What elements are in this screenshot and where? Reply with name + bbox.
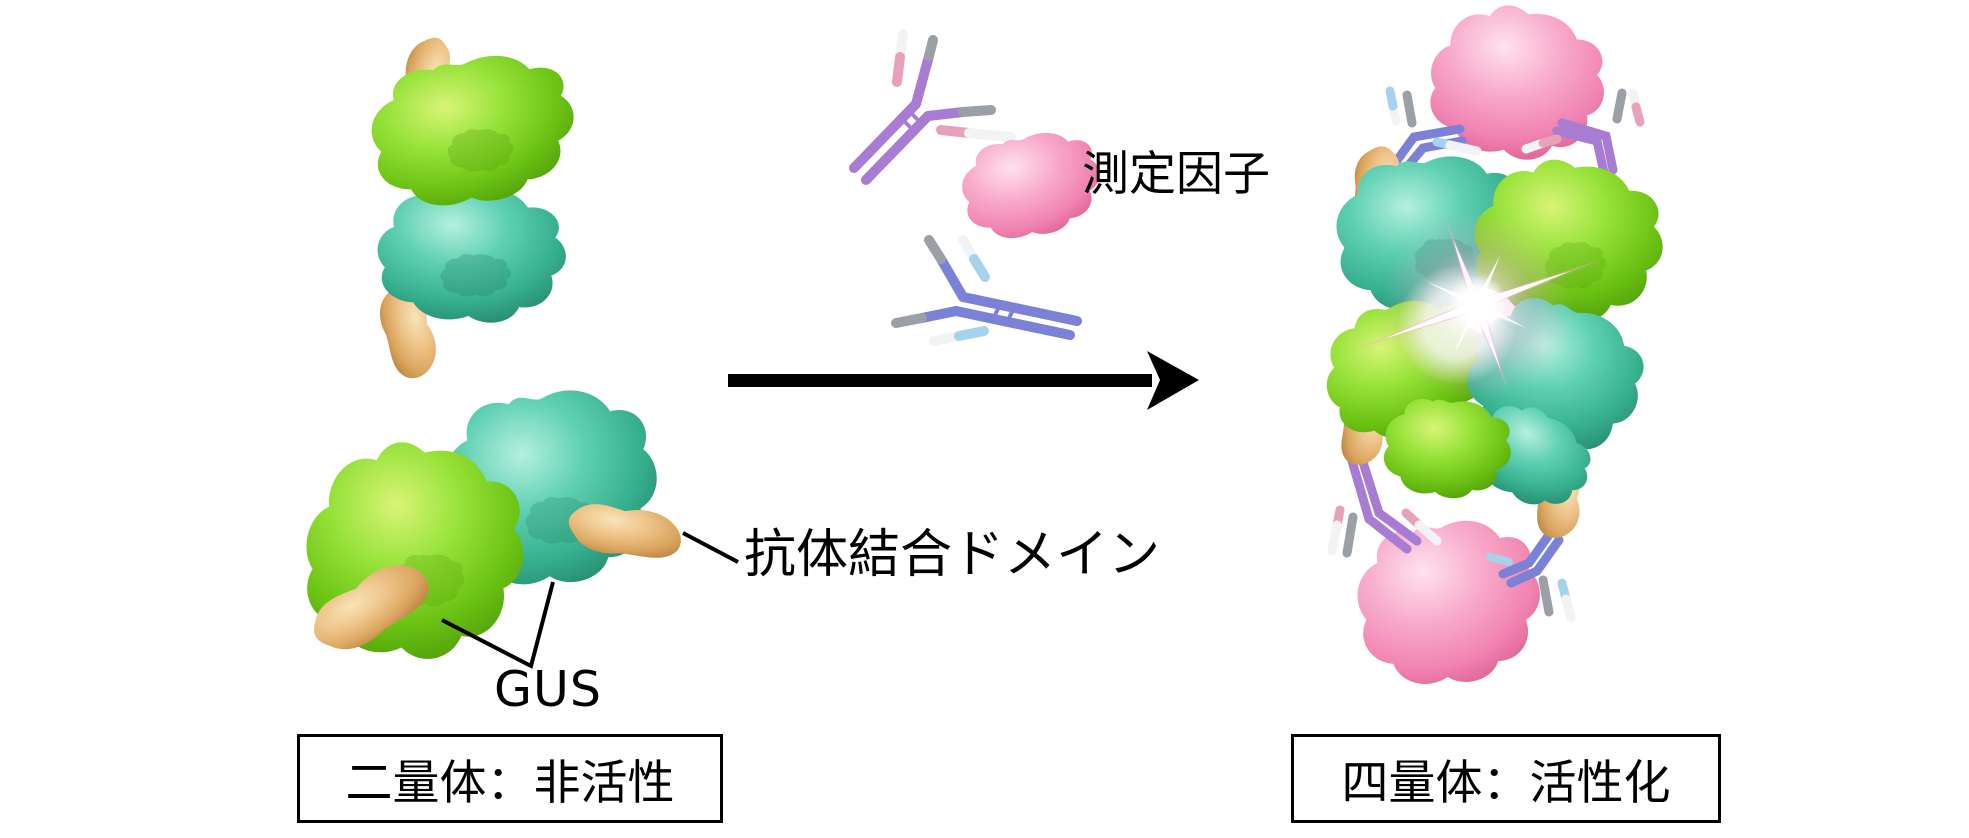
heavy-chain	[958, 292, 1082, 326]
gus-leader-lines	[441, 581, 555, 669]
reaction-arrow	[728, 351, 1199, 410]
free-antibody-blue	[891, 235, 1082, 346]
fragment-rod	[1356, 451, 1422, 546]
heavy-chain	[951, 306, 1075, 340]
fab-tip-lightblue	[954, 326, 989, 341]
antibody-binding-domain-label: 抗体結合ドメイン	[744, 525, 1161, 585]
activity-glow	[1354, 210, 1600, 400]
analyte-label: 測定因子	[1082, 147, 1270, 202]
fab-arm	[917, 306, 961, 323]
tetramer-complex	[1310, 0, 1675, 696]
fab-tip-gray	[1342, 512, 1358, 558]
fragment-rod	[1498, 527, 1556, 579]
arrow-shaft	[728, 374, 1152, 387]
heavy-chain	[861, 111, 933, 185]
free-antibody-purple	[849, 29, 1016, 185]
fragment-rod	[1557, 118, 1618, 175]
fab-arm	[936, 254, 968, 302]
arrow-head	[1147, 351, 1199, 410]
fab-tip-white	[964, 128, 1016, 142]
fab-tip-gray	[958, 105, 996, 117]
hinge-bar	[991, 303, 1002, 321]
fab-tip-gray	[924, 35, 938, 61]
gus-dimer-horizontal	[289, 379, 686, 675]
fab-tip-pink	[892, 52, 905, 87]
tetramer-analyte-top	[1414, 0, 1620, 177]
heavy-chain	[849, 99, 921, 173]
fab-tip-white	[1414, 520, 1442, 546]
fragment-rod	[1385, 124, 1465, 175]
tetramer-caption-text: 四量体：活性化	[1341, 756, 1671, 811]
fab-tip-gray	[891, 313, 927, 328]
antibody-fragment-top-right	[1521, 88, 1645, 182]
fab-tip-lightblue	[1385, 86, 1398, 111]
dimer-caption-box: 二量体：非活性	[297, 734, 723, 823]
fab-tip-gray	[1612, 88, 1627, 124]
glow-center	[1468, 296, 1486, 314]
binding-domain-leader-line	[682, 531, 739, 564]
gus-label: GUS	[494, 661, 602, 718]
dimer-caption-text: 二量体：非活性	[345, 756, 675, 811]
fragment-rod	[1506, 535, 1564, 588]
fab-arm	[923, 107, 968, 121]
tetramer-analyte-bottom	[1348, 511, 1551, 696]
hinge-bar	[1005, 306, 1016, 324]
fab-tip-white	[1445, 140, 1482, 156]
fab-tip-gray	[1402, 90, 1417, 128]
antibody-fragment-bottom-left	[1327, 451, 1442, 558]
tetramer-caption-box: 四量体：活性化	[1291, 734, 1721, 823]
antibody-fragment-bottom-right	[1486, 527, 1576, 623]
hinge-bar	[900, 117, 916, 133]
fab-tip-white	[1327, 520, 1342, 556]
fab-tip-pink	[1631, 102, 1645, 127]
fab-tip-gray	[924, 235, 946, 264]
fab-tip-white	[1561, 594, 1576, 623]
fragment-rod	[1347, 456, 1412, 554]
fab-tip-lightblue	[1486, 553, 1513, 566]
fab-arm	[911, 51, 934, 109]
hinge-bar	[907, 109, 923, 125]
fab-tip-pink	[1538, 134, 1562, 148]
fragment-rod	[1552, 126, 1610, 182]
fab-tip-lightblue	[969, 254, 990, 282]
gus-dimer-vertical	[362, 32, 586, 383]
fab-tip-gray	[1538, 575, 1554, 617]
